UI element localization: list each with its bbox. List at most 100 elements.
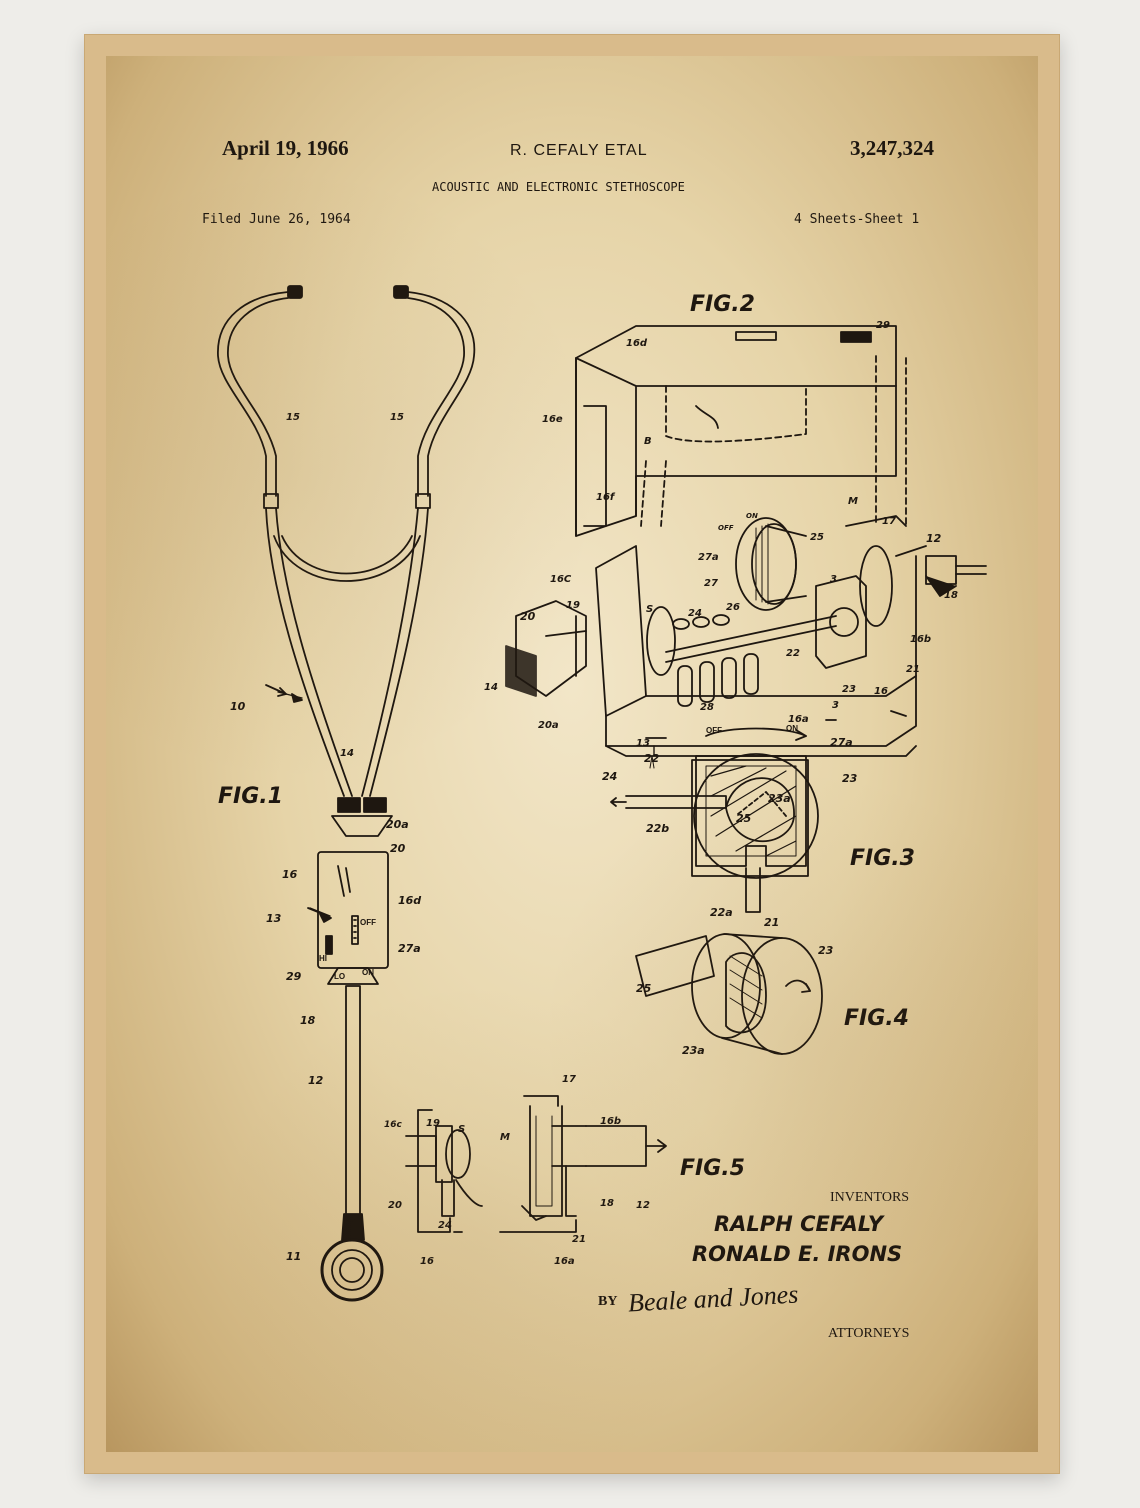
ref-label: M [848,496,858,507]
ref-label: 25 [810,532,824,543]
ref-label: 16a [554,1256,575,1267]
ref-label: 23 [818,944,834,957]
fig1-stethoscope-drawing [218,286,474,1300]
ref-label: 16b [910,634,932,645]
ref-label: 21 [906,664,920,675]
ref-label: 22 [644,752,660,765]
ref-label: 17 [882,516,896,527]
switch-hi-label: HI [319,954,327,963]
ref-label: 20 [390,842,406,855]
ref-label: 22b [646,822,670,835]
ref-label: 12 [926,532,942,545]
ref-label: 21 [764,916,780,929]
ref-label: 18 [600,1198,614,1209]
ref-label: OFF [706,726,722,735]
picture-frame: April 19, 1966 R. CEFALY ETAL 3,247,324 … [84,34,1060,1474]
ref-label: 19 [426,1118,440,1129]
patent-drawing [106,56,1038,1452]
ref-label: 17 [562,1074,576,1085]
ref-label: 16f [596,492,615,503]
ref-label: 23 [842,772,858,785]
ref-label: 16d [398,894,422,907]
ref-label: S [646,604,654,615]
ref-label: 14 [484,682,498,693]
fig2-title: FIG.2 [690,292,755,317]
ref-label: 10 [230,700,246,713]
switch-off-label: OFF [360,918,376,927]
patent-print: April 19, 1966 R. CEFALY ETAL 3,247,324 … [106,56,1038,1452]
ref-label: 20a [538,720,559,731]
ref-label: M [500,1132,510,1143]
ref-label: S [458,1124,466,1135]
inventor-name-2: RONALD E. IRONS [692,1242,903,1266]
ref-label: 13 [636,738,650,749]
ref-label: B [644,436,652,447]
ref-label: 22 [786,648,800,659]
ref-label: 16d [626,338,648,349]
attorneys-label: ATTORNEYS [828,1326,910,1341]
fig4-title: FIG.4 [844,1006,909,1031]
ref-label: 18 [944,590,958,601]
ref-label: 27a [830,736,853,749]
ref-label: 16c [384,1120,402,1130]
ref-label: 15 [390,412,404,423]
ref-label: OFF [718,524,734,532]
ref-label: 24 [688,608,702,619]
ref-label: 27a [398,942,421,955]
ref-label: 3 [832,700,839,711]
ref-label: 15 [286,412,300,423]
ref-label: 16 [874,686,888,697]
ref-label: 23a [768,792,791,805]
ref-label: 16a [788,714,809,725]
fig2-housing-drawing [506,326,986,768]
ref-label: 16C [550,574,572,585]
inventors-heading: INVENTORS [830,1190,910,1205]
ref-label: 25 [736,812,752,825]
ref-label: 24 [438,1220,452,1231]
fig4-rotor-drawing [636,934,822,1054]
fig3-switch-drawing [611,729,818,913]
ref-label: 13 [266,912,282,925]
ref-label: 16 [282,868,298,881]
inventor-name-1: RALPH CEFALY [714,1212,884,1236]
ref-label: 22a [710,906,733,919]
fig5-title: FIG.5 [680,1156,745,1181]
by-label: BY [598,1294,618,1309]
switch-on-label: ON [362,968,374,977]
ref-label: 27a [698,552,719,563]
ref-label: 16b [600,1116,622,1127]
ref-label: 3 [830,574,837,585]
ref-label: 20 [388,1200,402,1211]
ref-label: 14 [340,748,354,759]
ref-label: 29 [876,320,890,331]
ref-label: ON [746,512,758,520]
ref-label: 19 [566,600,580,611]
ref-label: 29 [286,970,302,983]
fig3-title: FIG.3 [850,846,915,871]
switch-lo-label: LO [334,972,346,981]
ref-label: 28 [700,702,714,713]
ref-label: 23a [682,1044,705,1057]
ref-label: 11 [286,1250,302,1263]
ref-label: 16 [420,1256,434,1267]
sheet-count: 4 Sheets-Sheet 1 [794,212,920,227]
filed-date: Filed June 26, 1964 [202,212,351,227]
ref-label: 12 [308,1074,324,1087]
ref-label: 20a [386,818,409,831]
ref-label: 27 [704,578,718,589]
patent-date: April 19, 1966 [222,136,349,160]
ref-label: 20 [520,610,536,623]
ref-label: 16e [542,414,563,425]
fig5-section-drawing [406,1096,666,1232]
ref-label: 12 [636,1200,650,1211]
patent-number: 3,247,324 [850,136,934,160]
ref-label: 24 [602,770,618,783]
ref-label: ON [786,724,798,733]
fig1-title: FIG.1 [218,784,283,809]
ref-label: 23 [842,684,856,695]
ref-label: 26 [726,602,740,613]
ref-label: 18 [300,1014,316,1027]
ref-label: 21 [572,1234,586,1245]
ref-label: 25 [636,982,652,995]
patent-title: ACOUSTIC AND ELECTRONIC STETHOSCOPE [432,180,685,194]
